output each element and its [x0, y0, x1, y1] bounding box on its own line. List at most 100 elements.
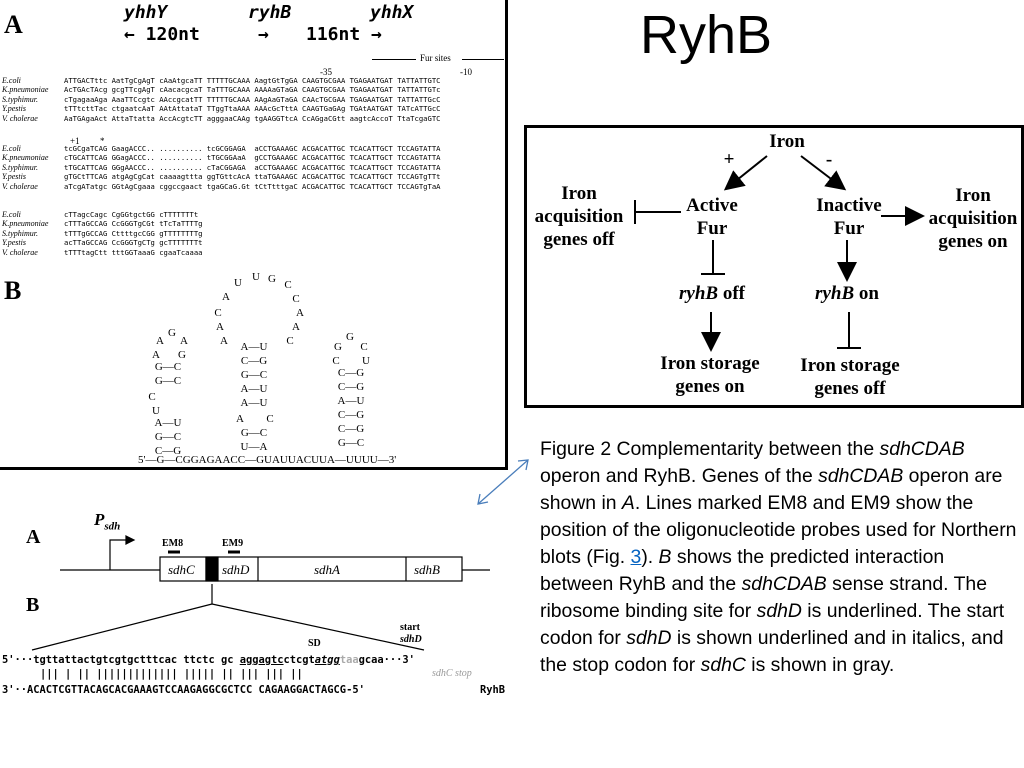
svg-text:A—U: A—U — [241, 383, 268, 395]
connector-arrow — [477, 459, 529, 505]
alignment-row: S.typhimur.tTGCATTCAG GGgAACCC.. .......… — [2, 163, 440, 172]
sequence-text: cTTTaGCCAG CcGGGTgCGt tTcTaTTTTg — [64, 219, 203, 229]
organism-name: V. cholerae — [2, 113, 38, 123]
caption-text: is underlined. The start codon for — [540, 600, 1005, 649]
distance-right: 116nt → — [306, 24, 382, 45]
start-gene-label: sdhD — [400, 634, 422, 645]
gene-sdhc: sdhC — [168, 562, 195, 577]
organism-name: V. cholerae — [2, 247, 38, 257]
svg-text:A—U: A—U — [155, 417, 182, 429]
iron-label: Iron — [769, 131, 805, 152]
caption-text: operon and RyhB. Genes of the — [540, 465, 819, 487]
svg-text:C—G: C—G — [338, 381, 364, 393]
ryhb-strand-label: RyhB — [480, 684, 506, 696]
svg-text:G: G — [334, 341, 342, 353]
svg-text:A—U: A—U — [241, 341, 268, 353]
alignment-panel: A yhhY ryhB yhhX ← 120nt → 116nt → Fur s… — [0, 0, 508, 470]
caption-italic: sdhD — [626, 627, 672, 649]
svg-text:A: A — [220, 335, 228, 347]
em9-label: EM9 — [222, 538, 244, 549]
fur-sites-label: Fur sites — [420, 53, 451, 63]
figure-3-link[interactable]: 3 — [630, 546, 642, 568]
promoter-label: Psdh — [94, 510, 120, 532]
sequence-text: tTTTtagCtt tttGGTaaaG cgaaTcaaaa — [64, 247, 203, 257]
plus1-label: +1 — [70, 136, 80, 146]
operon-map — [31, 535, 490, 651]
storage-off-node: Iron storage genes off — [800, 355, 900, 399]
gene-sdhd: sdhD — [222, 562, 250, 577]
organism-name: K.pneumoniae — [2, 219, 49, 229]
alignment-row: K.pneumoniae cTGCATTCAG GGagACCC.. ......… — [2, 153, 440, 162]
slide-title: RyhB — [640, 5, 773, 65]
sequence-text: aTcgATatgc GGtAgCgaaa cggccgaact tgaGCaG… — [64, 181, 441, 191]
caption-italic: sdhC — [700, 654, 746, 676]
promoter-sub: sdh — [104, 520, 121, 533]
svg-text:G—C: G—C — [155, 431, 181, 443]
gene-sdhb: sdhB — [414, 562, 440, 577]
organism-name: S.typhimur. — [2, 162, 38, 172]
star-label: * — [100, 136, 105, 146]
svg-text:A: A — [236, 413, 244, 425]
distance-arrow: → — [258, 24, 269, 45]
organism-name: K.pneumoniae — [2, 153, 49, 163]
svg-text:A—U: A—U — [241, 397, 268, 409]
svg-text:A: A — [222, 291, 230, 303]
caption-text: shows the predicted interaction between … — [540, 546, 945, 595]
ryhb-on-node: ryhB on — [797, 282, 897, 305]
svg-text:C: C — [360, 341, 367, 353]
sdh-letter-a: A — [26, 526, 41, 548]
svg-text:C—G: C—G — [338, 409, 364, 421]
fur-line-left — [372, 59, 416, 60]
gene-sdha: sdhA — [314, 562, 340, 577]
distance-left: ← 120nt — [124, 24, 200, 45]
svg-text:C: C — [214, 307, 221, 319]
sdh-letter-b: B — [26, 594, 40, 616]
gene-ryhb: ryhB — [248, 2, 292, 23]
svg-text:C—G: C—G — [155, 445, 181, 457]
ryhb-strand: 3'··ACACTCGTTACAGCACGAAAGTCCAAGAGGCGCTCC… — [2, 684, 365, 696]
storage-on-node: Iron storage genes on — [660, 353, 760, 397]
svg-text:U: U — [252, 271, 260, 283]
svg-text:U: U — [362, 355, 370, 367]
svg-text:G—C: G—C — [241, 369, 267, 381]
alignment-row: S.typhimur.tTTTgGCCAG CttttgcCGG gTTTTTT… — [2, 229, 202, 238]
sequence-text: cTGCATTCAG GGagACCC.. .......... tTGCGGA… — [64, 153, 441, 163]
plus-sign: + — [723, 149, 735, 170]
svg-text:A: A — [216, 321, 224, 333]
alignment-row: S.typhimur.cTgagaaAga AaaTTCcgtc AAccgca… — [2, 95, 440, 104]
svg-text:C—G: C—G — [338, 423, 364, 435]
minus35-label: -35 — [320, 67, 332, 77]
caption-italic: sdhCDAB — [741, 573, 827, 595]
ryhb-off-state: off — [718, 283, 745, 304]
caption-text: ). — [641, 546, 659, 568]
svg-text:G: G — [178, 349, 186, 361]
caption-italic: sdhCDAB — [879, 438, 965, 460]
alignment-row: V. cholerae tTTTtagCtt tttGGTaaaG cgaaTca… — [2, 248, 202, 257]
active-fur-node: Active Fur — [686, 195, 738, 239]
svg-text:C—G: C—G — [338, 367, 364, 379]
organism-name: Y.pestis — [2, 238, 26, 248]
caption-italic: sdhD — [756, 600, 802, 622]
svg-text:A: A — [180, 335, 188, 347]
structure-sequence: 5'—G—CGGAGAACC—GUAUUACUUA—UUUU—3' — [138, 454, 397, 466]
ryhb-on-state: on — [854, 283, 879, 304]
organism-name: Y.pestis — [2, 172, 26, 182]
svg-text:C: C — [286, 335, 293, 347]
caption-italic: B — [658, 546, 672, 568]
sequence-text: tcGCgaTCAG GaagACCC.. .......... tcGCGGA… — [64, 144, 441, 153]
sd-sequence: aggagtc — [239, 654, 284, 666]
sense-strand: 5'···tgttattactgtcgtgctttcac ttctc gc ag… — [2, 654, 415, 666]
minus-sign: - — [825, 149, 833, 170]
inactive-fur-node: Inactive Fur — [816, 195, 882, 239]
svg-text:G—C: G—C — [241, 427, 267, 439]
acquisition-off-node: Iron acquisition genes off — [534, 183, 624, 250]
ryhb-off-node: ryhB off — [657, 282, 767, 305]
svg-text:G—C: G—C — [155, 361, 181, 373]
sd-label: SD — [308, 638, 321, 649]
caption-text: . Lines marked EM8 and EM9 show the posi… — [540, 492, 1017, 568]
caption-text: operon are shown in — [540, 465, 1003, 514]
